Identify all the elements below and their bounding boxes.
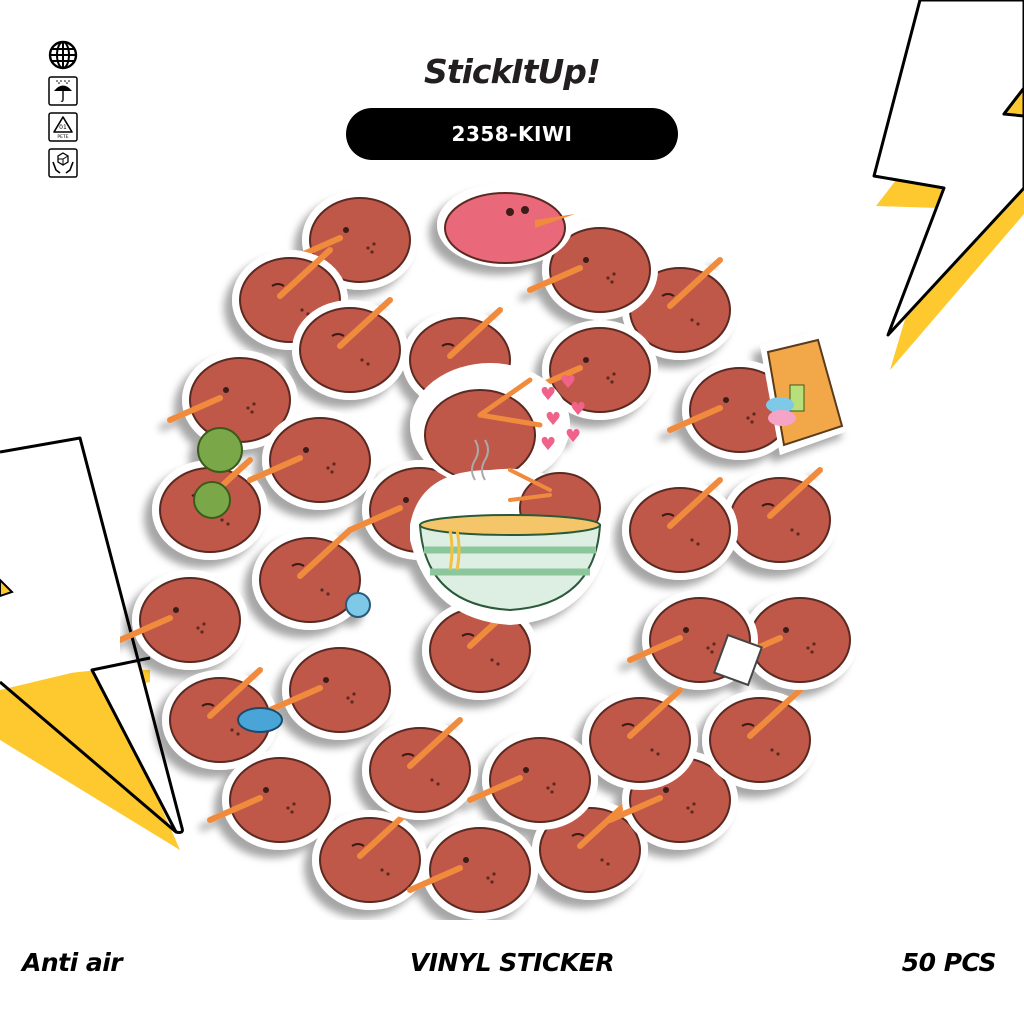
kiwi-fruit-sticker (197, 427, 243, 473)
kiwi-sticker-collage: ♥ ♥ ♥ ♥ ♥ ♥ (120, 183, 900, 920)
drawer-sticker (760, 330, 850, 455)
svg-text:01: 01 (59, 124, 67, 131)
globe-icon (48, 40, 78, 70)
lightning-bolt-left (0, 436, 184, 850)
svg-text:♥: ♥ (570, 399, 586, 420)
svg-text:PETE: PETE (57, 134, 68, 140)
kiwi-hearts-sticker: ♥ ♥ ♥ ♥ ♥ ♥ (410, 363, 586, 487)
side-icon-column: 01 PETE (46, 40, 80, 178)
pink-kiwi-sticker (437, 183, 575, 267)
svg-text:♥: ♥ (540, 434, 556, 455)
svg-text:♥: ♥ (545, 409, 561, 430)
quantity-label: 50 PCS (901, 948, 997, 977)
sku-badge: 2358-KIWI (346, 108, 678, 160)
svg-text:♥: ♥ (560, 372, 576, 393)
material-label: VINYL STICKER (409, 948, 615, 977)
recycle-pete-01-icon: 01 PETE (48, 112, 78, 142)
svg-text:♥: ♥ (565, 426, 581, 447)
umbrella-rain-icon (48, 76, 78, 106)
lightning-bolt-top-right (872, 0, 1024, 370)
ramen-bowl-kiwi-sticker (410, 439, 610, 625)
feature-label-anti-air: Anti air (22, 948, 123, 977)
svg-text:♥: ♥ (540, 384, 556, 405)
brand-logo: StickItUp! (424, 52, 601, 91)
handle-with-care-icon (48, 148, 78, 178)
sku-label: 2358-KIWI (451, 122, 573, 146)
